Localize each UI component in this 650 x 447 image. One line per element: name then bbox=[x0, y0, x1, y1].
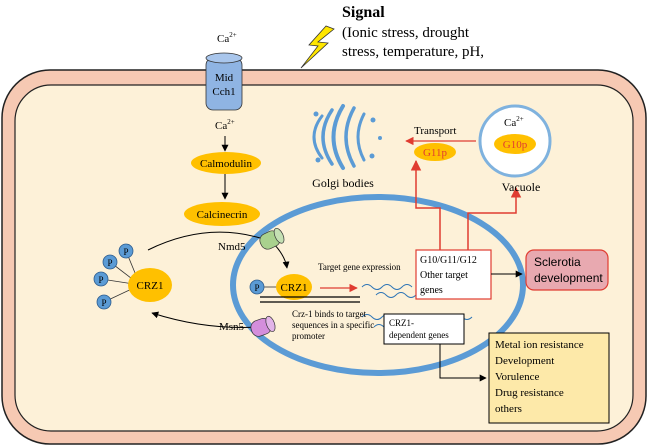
g11p-label: G11p bbox=[423, 147, 448, 159]
nucleus bbox=[230, 194, 526, 376]
binding-note-line-3: promoter bbox=[292, 331, 325, 341]
crz1-cytoplasm-group: P P P P CRZ1 bbox=[93, 243, 172, 310]
target-expression-label: Target gene expression bbox=[318, 262, 401, 272]
vacuole-label: Vacuole bbox=[502, 180, 541, 194]
mrna-wave bbox=[361, 284, 413, 290]
golgi-icon bbox=[312, 104, 382, 170]
lightning-icon bbox=[300, 25, 335, 69]
outcome-item: Drug resistance bbox=[495, 387, 564, 399]
outcome-item: others bbox=[495, 403, 522, 415]
crz1-nucleus-group: P CRZ1 bbox=[249, 274, 312, 300]
sclerotia-line-1: Sclerotia bbox=[534, 255, 581, 269]
outcomes-box bbox=[488, 332, 610, 424]
channel-label-2: Cch1 bbox=[212, 86, 235, 98]
cytoplasm bbox=[14, 84, 634, 432]
mrna-wave bbox=[375, 292, 417, 298]
binding-note-line-1: Crz-1 binds to target bbox=[292, 309, 367, 319]
binding-note-line-2: sequences in a specific bbox=[292, 320, 374, 330]
msn5-label: Msn5 bbox=[219, 321, 245, 333]
calmodulin-label: Calmodulin bbox=[200, 158, 252, 170]
phosphate-icon bbox=[96, 294, 112, 310]
nmd5-label: Nmd5 bbox=[218, 241, 246, 253]
phosphate-icon bbox=[249, 279, 265, 295]
g10p-node bbox=[494, 134, 536, 154]
g11p-node bbox=[414, 143, 456, 161]
target-genes-line-2: Other target bbox=[420, 270, 468, 281]
arrow-import-nmd5 bbox=[147, 231, 261, 251]
calcineurin-label: Calcinecrin bbox=[197, 209, 248, 221]
calmodulin-node bbox=[191, 152, 261, 174]
calcium-ion-outside: Ca2+ bbox=[217, 31, 237, 45]
vacuole-calcium-ion: Ca2+ bbox=[504, 115, 524, 129]
sclerotia-line-2: development bbox=[534, 271, 603, 285]
outcome-item: Development bbox=[495, 355, 554, 367]
transport-label: Transport bbox=[414, 125, 456, 137]
crz1-dependent-line-1: CRZ1- bbox=[389, 318, 414, 328]
target-genes-box bbox=[415, 249, 492, 300]
crz1-nucleus-label: CRZ1 bbox=[281, 282, 308, 294]
outcome-item: Metal ion resistance bbox=[495, 339, 584, 351]
signal-line-2: stress, temperature, pH, bbox=[342, 44, 484, 60]
phosphate-label: P bbox=[254, 283, 259, 293]
g10p-label: G10p bbox=[503, 139, 528, 151]
crz1-dependent-genes-box bbox=[383, 313, 465, 345]
outcome-item: Vorulence bbox=[495, 371, 540, 383]
channel-label-1: Mid bbox=[215, 72, 234, 84]
sclerotia-box bbox=[525, 249, 609, 291]
target-genes-line-1: G10/G11/G12 bbox=[420, 255, 477, 266]
phosphate-label: P bbox=[98, 275, 103, 285]
crz1-cytoplasm-node bbox=[128, 268, 172, 302]
arrow-to-vacuole bbox=[467, 186, 522, 250]
phosphate-label: P bbox=[107, 258, 112, 268]
arrow-export-msn5 bbox=[151, 311, 259, 328]
mid-cch1-channel: Mid Cch1 bbox=[205, 52, 243, 111]
target-genes-line-3: genes bbox=[420, 285, 443, 296]
phosphate-icon bbox=[118, 243, 134, 259]
signal-line-1: (Ionic stress, drought bbox=[342, 25, 470, 41]
msn5-transporter bbox=[250, 315, 276, 337]
calcium-ion-inside: Ca2+ bbox=[215, 118, 235, 132]
crz1-dependent-line-2: dependent genes bbox=[389, 330, 449, 340]
nmd5-transporter bbox=[259, 227, 285, 250]
crz1-nucleus-node bbox=[276, 274, 312, 300]
arrow-to-g11p bbox=[410, 159, 441, 250]
golgi-label: Golgi bodies bbox=[312, 176, 374, 190]
phosphate-label: P bbox=[123, 247, 128, 257]
phosphate-icon bbox=[93, 271, 109, 287]
phosphate-icon bbox=[102, 254, 118, 270]
crz1-cytoplasm-label: CRZ1 bbox=[137, 280, 164, 292]
calcineurin-node bbox=[184, 202, 260, 226]
phosphate-label: P bbox=[101, 298, 106, 308]
arrow-to-outcomes bbox=[439, 344, 487, 382]
signal-title: Signal bbox=[342, 4, 385, 21]
